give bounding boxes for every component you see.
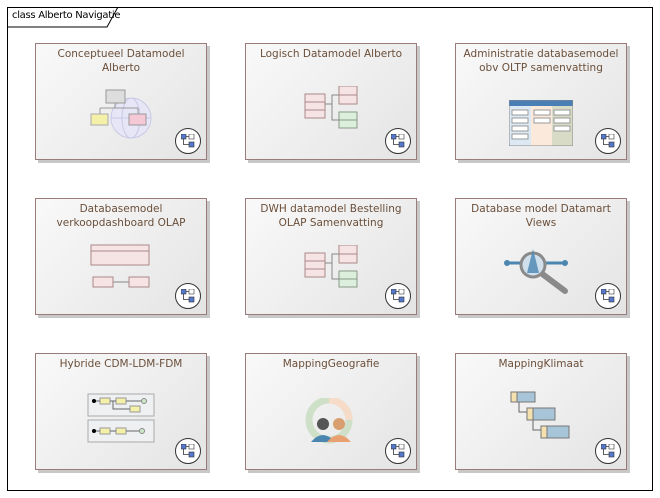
package-label: MappingKlimaat bbox=[498, 358, 584, 370]
navigate-link-icon[interactable] bbox=[175, 283, 201, 309]
package-label: Hybride CDM-LDM-FDM bbox=[59, 358, 183, 370]
magnifier-icon bbox=[504, 249, 568, 294]
package-administratie-databasemodel[interactable]: Administratie databasemodel obv OLTP sam… bbox=[455, 43, 627, 160]
database-model-icon bbox=[90, 244, 150, 288]
package-mapping-klimaat[interactable]: MappingKlimaat bbox=[455, 353, 627, 470]
navigate-link-icon[interactable] bbox=[595, 283, 621, 309]
package-label: Database model Datamart Views bbox=[471, 203, 611, 229]
package-label: Administratie databasemodel obv OLTP sam… bbox=[463, 48, 619, 74]
conceptual-globe-icon bbox=[90, 89, 152, 139]
package-label: Logisch Datamodel Alberto bbox=[259, 48, 403, 60]
navigate-link-icon[interactable] bbox=[175, 128, 201, 154]
package-label: Databasemodel verkoopdashboard OLAP bbox=[56, 203, 186, 229]
table-grid-icon bbox=[509, 100, 573, 146]
hierarchy-icon bbox=[510, 391, 570, 439]
logical-model-icon bbox=[304, 245, 358, 288]
package-mapping-geografie[interactable]: MappingGeografie bbox=[245, 353, 417, 470]
package-conceptueel-datamodel[interactable]: Conceptueel Datamodel Alberto bbox=[35, 43, 207, 160]
package-label: MappingGeografie bbox=[282, 358, 380, 370]
package-databasemodel-verkoopdashboard[interactable]: Databasemodel verkoopdashboard OLAP bbox=[35, 198, 207, 315]
hybrid-model-icon bbox=[87, 393, 155, 443]
navigate-link-icon[interactable] bbox=[385, 283, 411, 309]
package-logisch-datamodel[interactable]: Logisch Datamodel Alberto bbox=[245, 43, 417, 160]
package-label: Conceptueel Datamodel Alberto bbox=[57, 48, 185, 74]
diagram-title: class Alberto Navigatie bbox=[12, 10, 121, 21]
package-database-model-datamart-views[interactable]: Database model Datamart Views bbox=[455, 198, 627, 315]
diagram-title-tab: class Alberto Navigatie bbox=[7, 7, 121, 28]
logical-model-icon bbox=[304, 86, 358, 129]
navigate-link-icon[interactable] bbox=[595, 128, 621, 154]
people-icon bbox=[305, 398, 353, 444]
package-dwh-datamodel-bestelling[interactable]: DWH datamodel Bestelling OLAP Samenvatti… bbox=[245, 198, 417, 315]
package-label: DWH datamodel Bestelling OLAP Samenvatti… bbox=[260, 203, 402, 229]
navigate-link-icon[interactable] bbox=[595, 438, 621, 464]
navigate-link-icon[interactable] bbox=[385, 128, 411, 154]
package-hybride-cdm-ldm-fdm[interactable]: Hybride CDM-LDM-FDM bbox=[35, 353, 207, 470]
navigate-link-icon[interactable] bbox=[175, 438, 201, 464]
navigate-link-icon[interactable] bbox=[385, 438, 411, 464]
diagram-frame bbox=[7, 7, 653, 491]
